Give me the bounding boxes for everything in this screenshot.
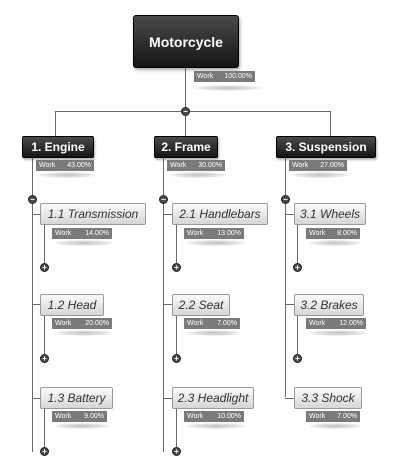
child-work-badge: Work 10.00% [184,411,244,422]
connector-stub [163,398,172,399]
connector-child-drop [297,315,298,358]
plus-icon[interactable]: + [172,354,181,363]
minus-icon[interactable]: − [28,195,37,204]
branch-shadow [291,172,349,178]
child-shadow [54,330,114,336]
connector-child-drop [176,315,177,358]
child-node-handlebars[interactable]: 2.1 Handlebars [172,203,268,225]
branch-node-suspension[interactable]: 3. Suspension [276,136,376,158]
connector-stub [163,304,172,305]
connector-branch-3 [330,111,331,136]
minus-icon[interactable]: − [159,195,168,204]
child-shadow [186,330,242,336]
child-shadow [54,423,110,429]
child-work-badge: Work 14.00% [52,228,112,239]
child-node-wheels[interactable]: 3.1 Wheels [294,203,366,225]
branch-work-badge: Work 30.00% [167,160,225,171]
child-work-badge: Work 7.00% [306,411,360,422]
child-work-badge: Work 8.00% [306,228,360,239]
child-node-transmission[interactable]: 1.1 Transmission [40,203,146,225]
minus-icon[interactable]: − [281,195,290,204]
child-node-seat[interactable]: 2.2 Seat [172,294,230,316]
connector-stub [32,304,40,305]
root-node-label: Motorcycle [149,33,223,50]
child-work-badge: Work 7.00% [184,318,240,329]
root-shadow [194,85,262,91]
connector-root-down [185,68,186,112]
plus-icon[interactable]: + [172,447,181,456]
child-work-badge: Work 12.00% [306,318,366,329]
connector-stub [163,214,172,215]
child-work-badge: Work 13.00% [184,228,244,239]
connector-stub [32,398,40,399]
connector-branch-1 [55,111,56,136]
child-node-headlight[interactable]: 2.3 Headlight [172,387,254,409]
child-shadow [308,423,362,429]
plus-icon[interactable]: + [40,263,49,272]
connector-col-3 [285,157,286,397]
child-shadow [186,240,246,246]
connector-child-drop [297,225,298,267]
connector-stub [285,214,294,215]
branch-node-frame[interactable]: 2. Frame [154,136,218,158]
plus-icon[interactable]: + [172,263,181,272]
child-node-brakes[interactable]: 3.2 Brakes [294,294,364,316]
branch-work-badge: Work 43.00% [36,160,94,171]
branch-node-engine[interactable]: 1. Engine [22,136,94,158]
connector-stub [285,304,294,305]
child-node-shock[interactable]: 3.3 Shock [294,387,362,409]
minus-icon[interactable]: − [181,107,190,116]
child-shadow [186,423,246,429]
connector-stub [285,398,294,399]
branch-work-badge: Work 27.00% [289,160,347,171]
plus-icon[interactable]: + [40,447,49,456]
child-shadow [308,330,368,336]
child-node-head[interactable]: 1.2 Head [40,294,104,316]
connector-child-drop [176,409,177,451]
branch-shadow [169,172,227,178]
root-work-badge: Work 100.00% [194,71,255,82]
child-node-battery[interactable]: 1.3 Battery [40,387,113,409]
child-shadow [308,240,362,246]
connector-child-drop [44,409,45,451]
connector-branch-2 [185,111,186,136]
plus-icon[interactable]: + [293,263,302,272]
root-node[interactable]: Motorcycle [133,15,239,68]
connector-child-drop [44,225,45,267]
connector-child-drop [176,225,177,267]
connector-stub [32,214,40,215]
child-shadow [54,240,114,246]
connector-child-drop [44,315,45,358]
connector-branch-bus [55,111,330,112]
plus-icon[interactable]: + [40,354,49,363]
plus-icon[interactable]: + [293,354,302,363]
branch-shadow [38,172,96,178]
child-work-badge: Work 20.00% [52,318,112,329]
child-work-badge: Work 9.00% [52,411,107,422]
